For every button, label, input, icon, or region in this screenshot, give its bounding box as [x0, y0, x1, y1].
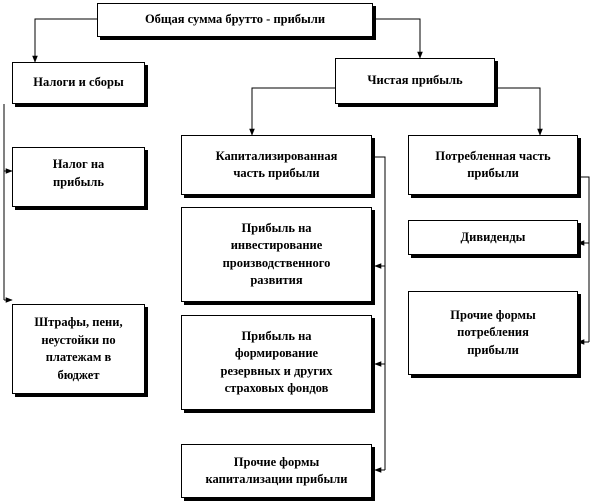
consumed-trunk — [578, 176, 590, 342]
capitalized-box: Капитализированная часть прибыли — [181, 135, 372, 195]
investment-box: Прибыль на инвестирование производственн… — [181, 207, 372, 302]
taxes-box: Налоги и сборы — [12, 62, 145, 104]
consumed-box: Потребленная часть прибыли — [408, 135, 578, 195]
other-consumption-box: Прочие формы потребления прибыли — [408, 291, 578, 375]
arrow-net-to-consumed — [495, 87, 543, 136]
net-profit-box: Чистая прибыль — [335, 58, 495, 104]
fines-box: Штрафы, пени, неустойки по платежам в бю… — [12, 304, 145, 394]
dividends-box: Дивиденды — [408, 220, 578, 255]
other-capitalization-box: Прочие формы капитализации прибыли — [181, 444, 372, 498]
reserves-box: Прибыль на формирование резервных и друг… — [181, 315, 372, 410]
arrow-root-to-net-profit — [373, 18, 423, 59]
capitalized-trunk — [372, 156, 386, 470]
profit-tax-box: Налог на прибыль — [12, 147, 145, 207]
arrow-root-to-taxes — [32, 18, 97, 63]
root-box: Общая сумма брутто - прибыли — [97, 3, 373, 37]
arrow-net-to-capitalized — [249, 87, 335, 136]
